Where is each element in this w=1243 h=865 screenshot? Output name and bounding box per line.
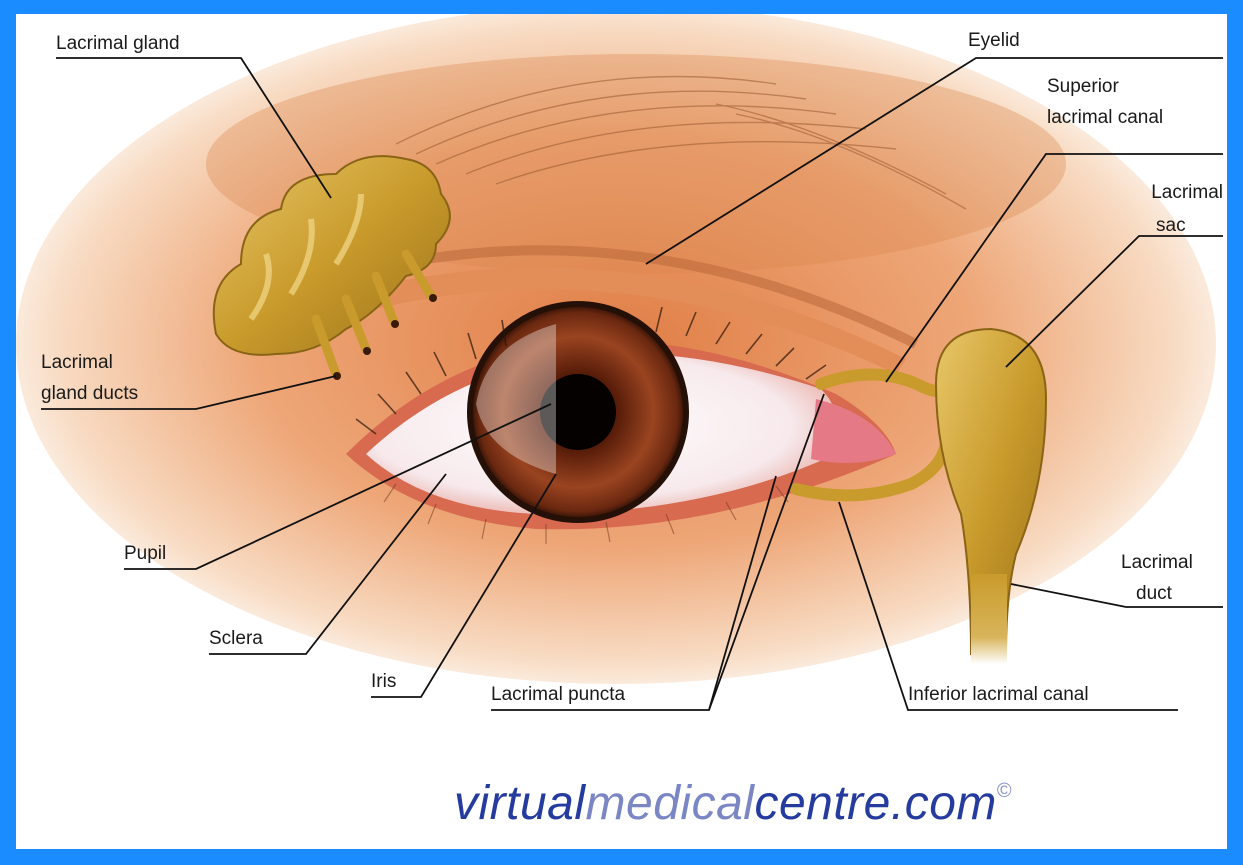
label-inferior-lacrimal-canal: Inferior lacrimal canal	[908, 682, 1089, 708]
label-eyelid: Eyelid	[968, 28, 1020, 54]
watermark-part-centre: centre.com	[754, 777, 996, 830]
label-ducts-line1: Lacrimal	[41, 347, 138, 378]
label-lacrimal-gland: Lacrimal gland	[56, 31, 180, 57]
copyright-symbol: ©	[997, 780, 1012, 802]
label-duct-line2: duct	[1121, 578, 1193, 609]
label-superior-line1: Superior	[1047, 71, 1163, 102]
eye-illustration	[16, 14, 1227, 849]
label-iris: Iris	[371, 669, 396, 695]
label-duct-line1: Lacrimal	[1121, 547, 1193, 578]
label-lacrimal-duct: Lacrimal duct	[1121, 547, 1193, 609]
diagram-panel: Lacrimal gland Eyelid Superior lacrimal …	[16, 14, 1227, 849]
label-pupil: Pupil	[124, 541, 166, 567]
label-superior-lacrimal-canal: Superior lacrimal canal	[1047, 71, 1163, 133]
label-sclera: Sclera	[209, 626, 263, 652]
watermark-logo: virtualmedicalcentre.com©	[454, 776, 1012, 831]
lacrimal-duct-fade	[971, 574, 1007, 664]
label-sac-line2: sac	[1121, 209, 1223, 242]
watermark-part-medical: medical	[586, 777, 755, 830]
label-sac-line1: Lacrimal	[1121, 176, 1223, 209]
label-lacrimal-puncta: Lacrimal puncta	[491, 682, 625, 708]
label-superior-line2: lacrimal canal	[1047, 102, 1163, 133]
label-lacrimal-sac: Lacrimal sac	[1121, 176, 1223, 242]
label-lacrimal-gland-ducts: Lacrimal gland ducts	[41, 347, 138, 409]
label-ducts-line2: gland ducts	[41, 378, 138, 409]
watermark-part-virtual: virtual	[454, 777, 586, 830]
